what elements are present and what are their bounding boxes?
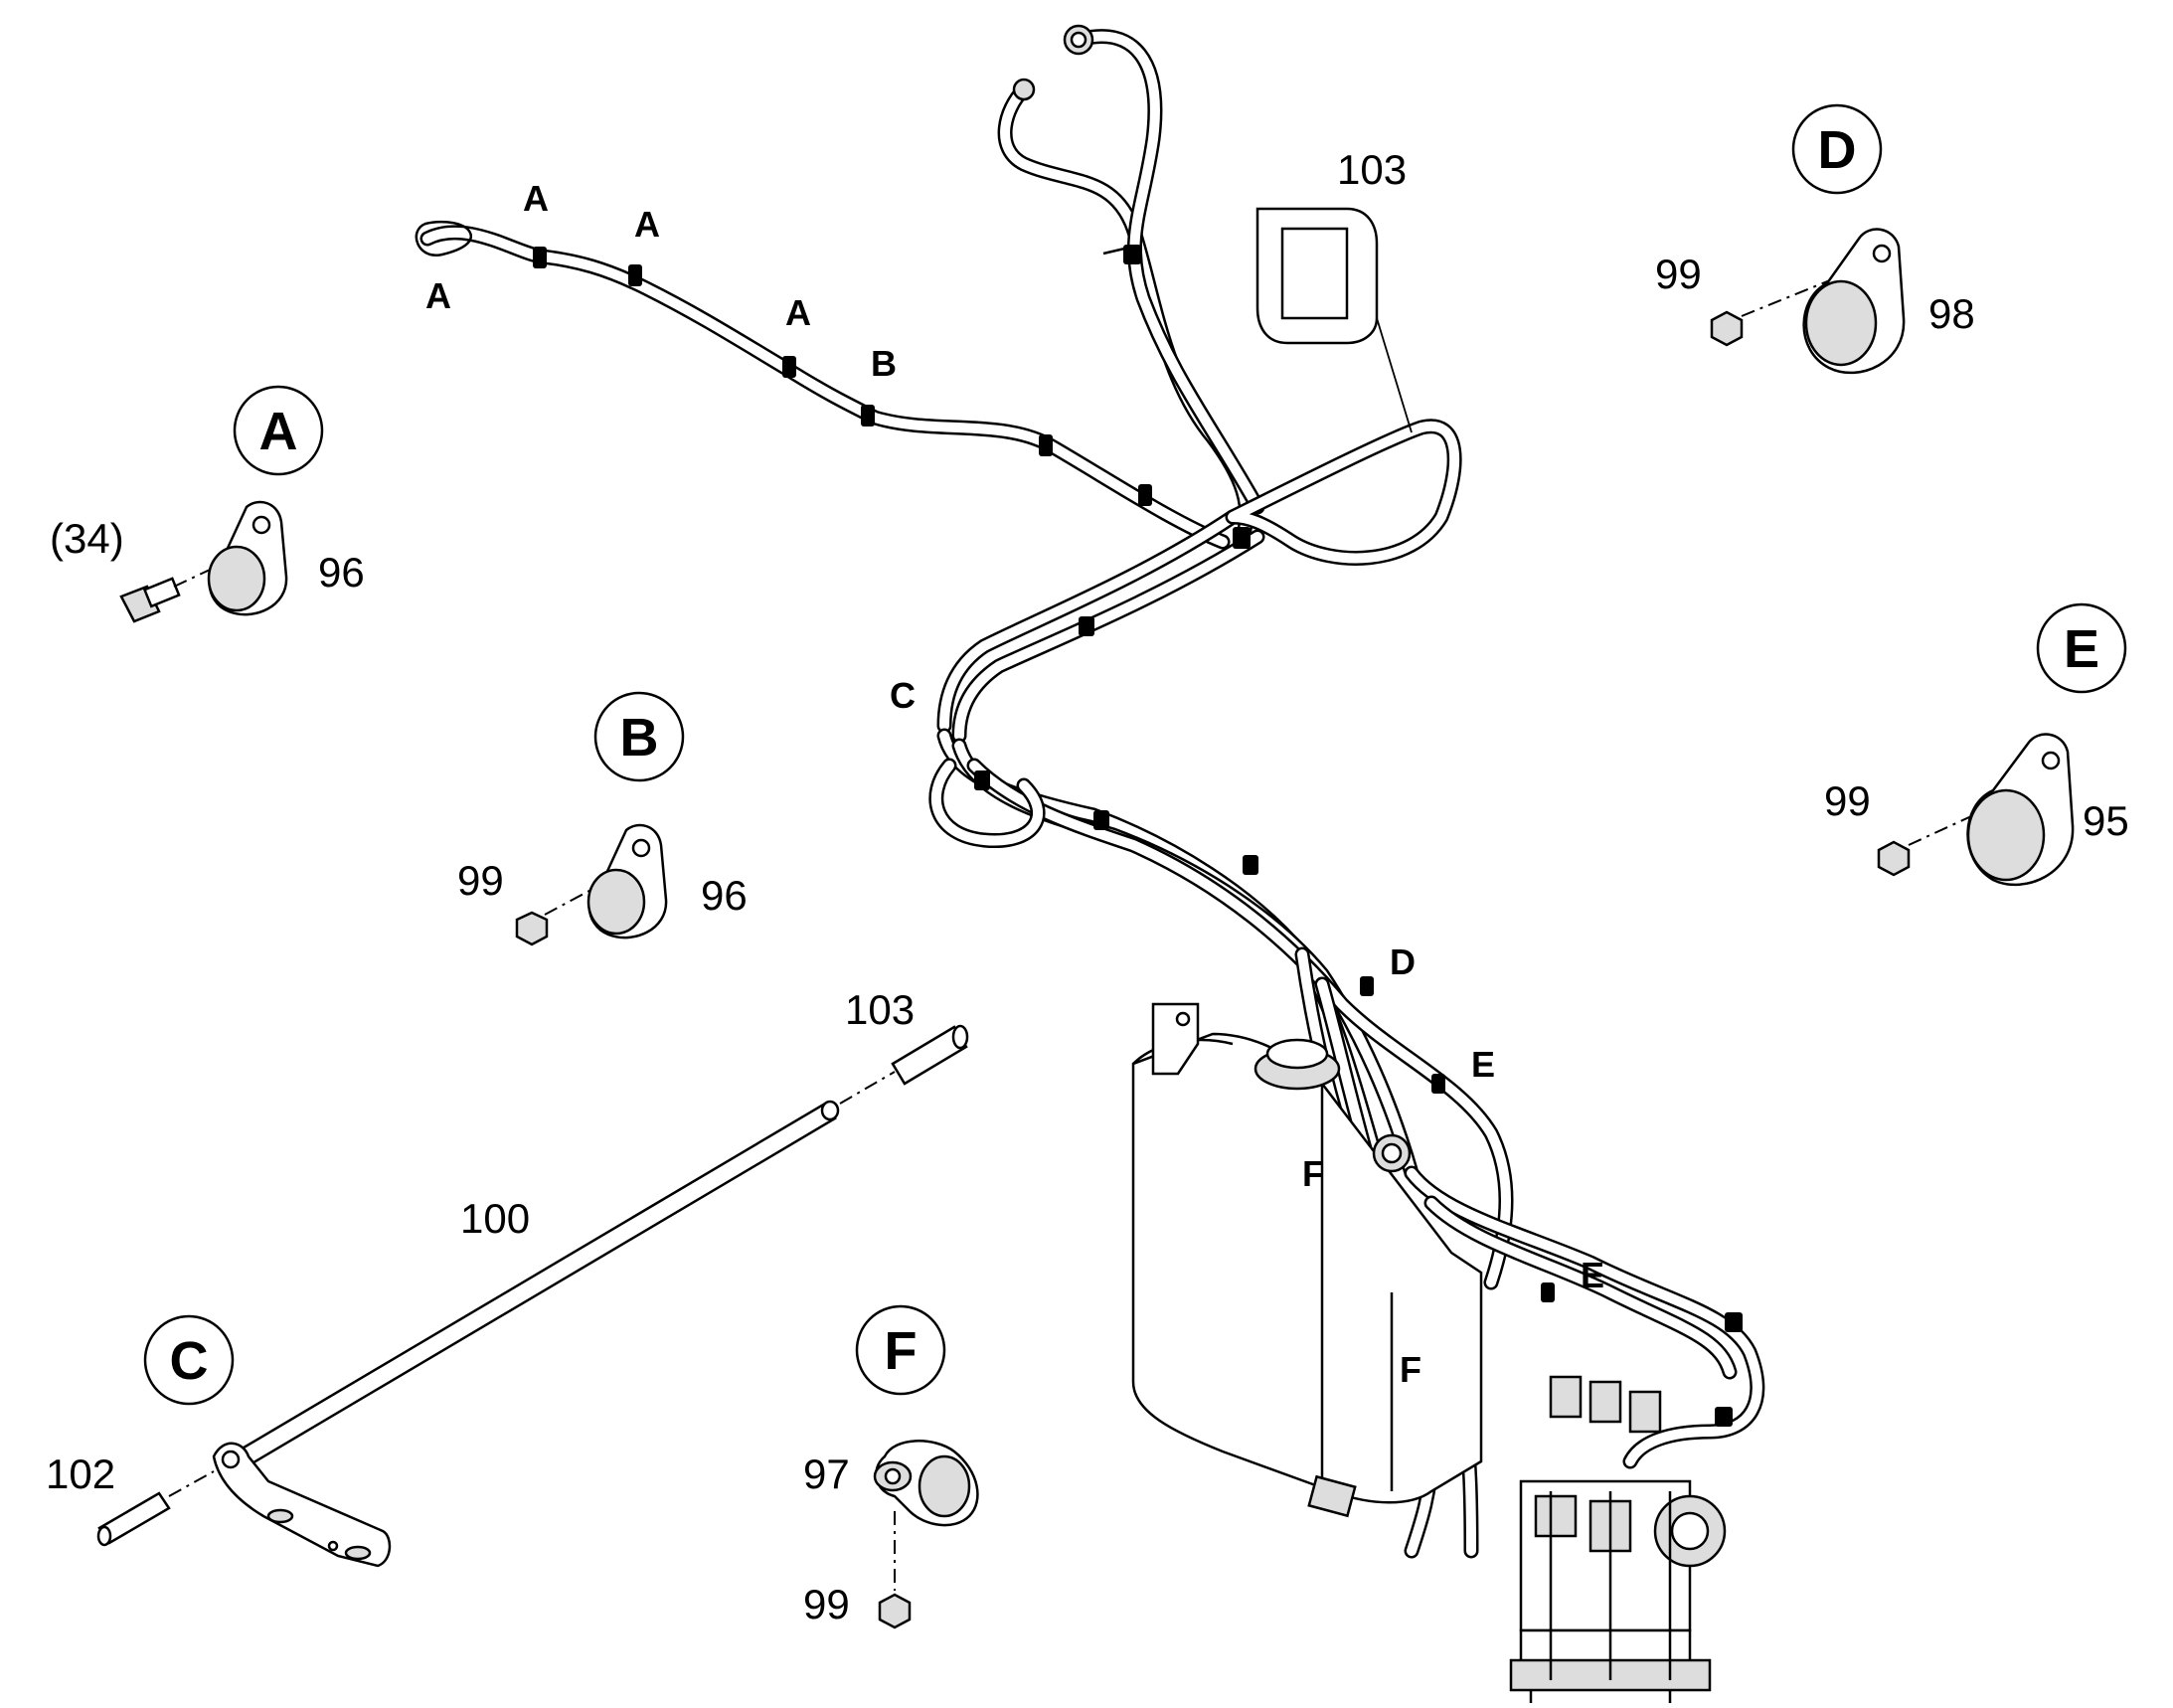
callout-letter-a: A — [259, 402, 298, 461]
route-label-e1: E — [1471, 1044, 1495, 1085]
detail-e — [1877, 602, 2127, 887]
callout-letter-f: F — [885, 1321, 918, 1381]
detail-f — [855, 1304, 979, 1629]
route-label-e2: E — [1581, 1255, 1604, 1295]
route-label-b1: B — [871, 343, 897, 384]
route-label-d1: D — [1390, 941, 1416, 982]
sleeve-part-icon — [1255, 207, 1413, 433]
hose-connector-icon — [1012, 24, 1134, 256]
part-number-95: 95 — [2083, 797, 2129, 844]
part-number-99-b: 99 — [457, 857, 504, 904]
part-number-103-c: 103 — [845, 986, 915, 1033]
part-number-99-e: 99 — [1824, 777, 1871, 824]
route-label-a2: A — [523, 178, 549, 219]
detail-c — [96, 1024, 969, 1568]
detail-a — [119, 385, 324, 623]
callout-letter-e: E — [2064, 619, 2099, 679]
part-number-99-f: 99 — [803, 1581, 850, 1627]
route-label-c1: C — [890, 675, 916, 716]
route-label-a3: A — [634, 204, 660, 245]
part-number-96-a: 96 — [318, 549, 365, 596]
part-number-99-d: 99 — [1655, 251, 1702, 297]
callout-circle-d — [1791, 103, 1883, 195]
callout-circle-a — [233, 385, 324, 476]
route-label-a1: A — [425, 275, 451, 316]
tank — [1131, 1002, 1483, 1518]
part-number-102: 102 — [46, 1451, 115, 1497]
part-number-103-top: 103 — [1337, 146, 1407, 193]
route-label-f1: F — [1302, 1153, 1324, 1194]
hose-assembly — [415, 24, 1765, 1559]
route-label-f2: F — [1400, 1349, 1421, 1390]
part-number-100: 100 — [460, 1195, 530, 1242]
part-number-96-b: 96 — [701, 872, 748, 919]
callout-letter-d: D — [1818, 120, 1857, 180]
callout-letter-b: B — [620, 708, 659, 768]
callout-circle-f — [855, 1304, 946, 1396]
callout-letter-c: C — [170, 1331, 209, 1391]
detail-d — [1710, 103, 1906, 375]
route-label-a4: A — [785, 292, 811, 333]
part-number-97: 97 — [803, 1451, 850, 1497]
callout-circle-c — [143, 1314, 235, 1406]
part-number-34: (34) — [50, 515, 124, 562]
callout-circle-b — [593, 691, 685, 782]
part-number-98: 98 — [1928, 290, 1975, 337]
valve-block — [1509, 1375, 1727, 1708]
detail-b — [515, 691, 685, 946]
callout-circle-e — [2036, 602, 2127, 694]
